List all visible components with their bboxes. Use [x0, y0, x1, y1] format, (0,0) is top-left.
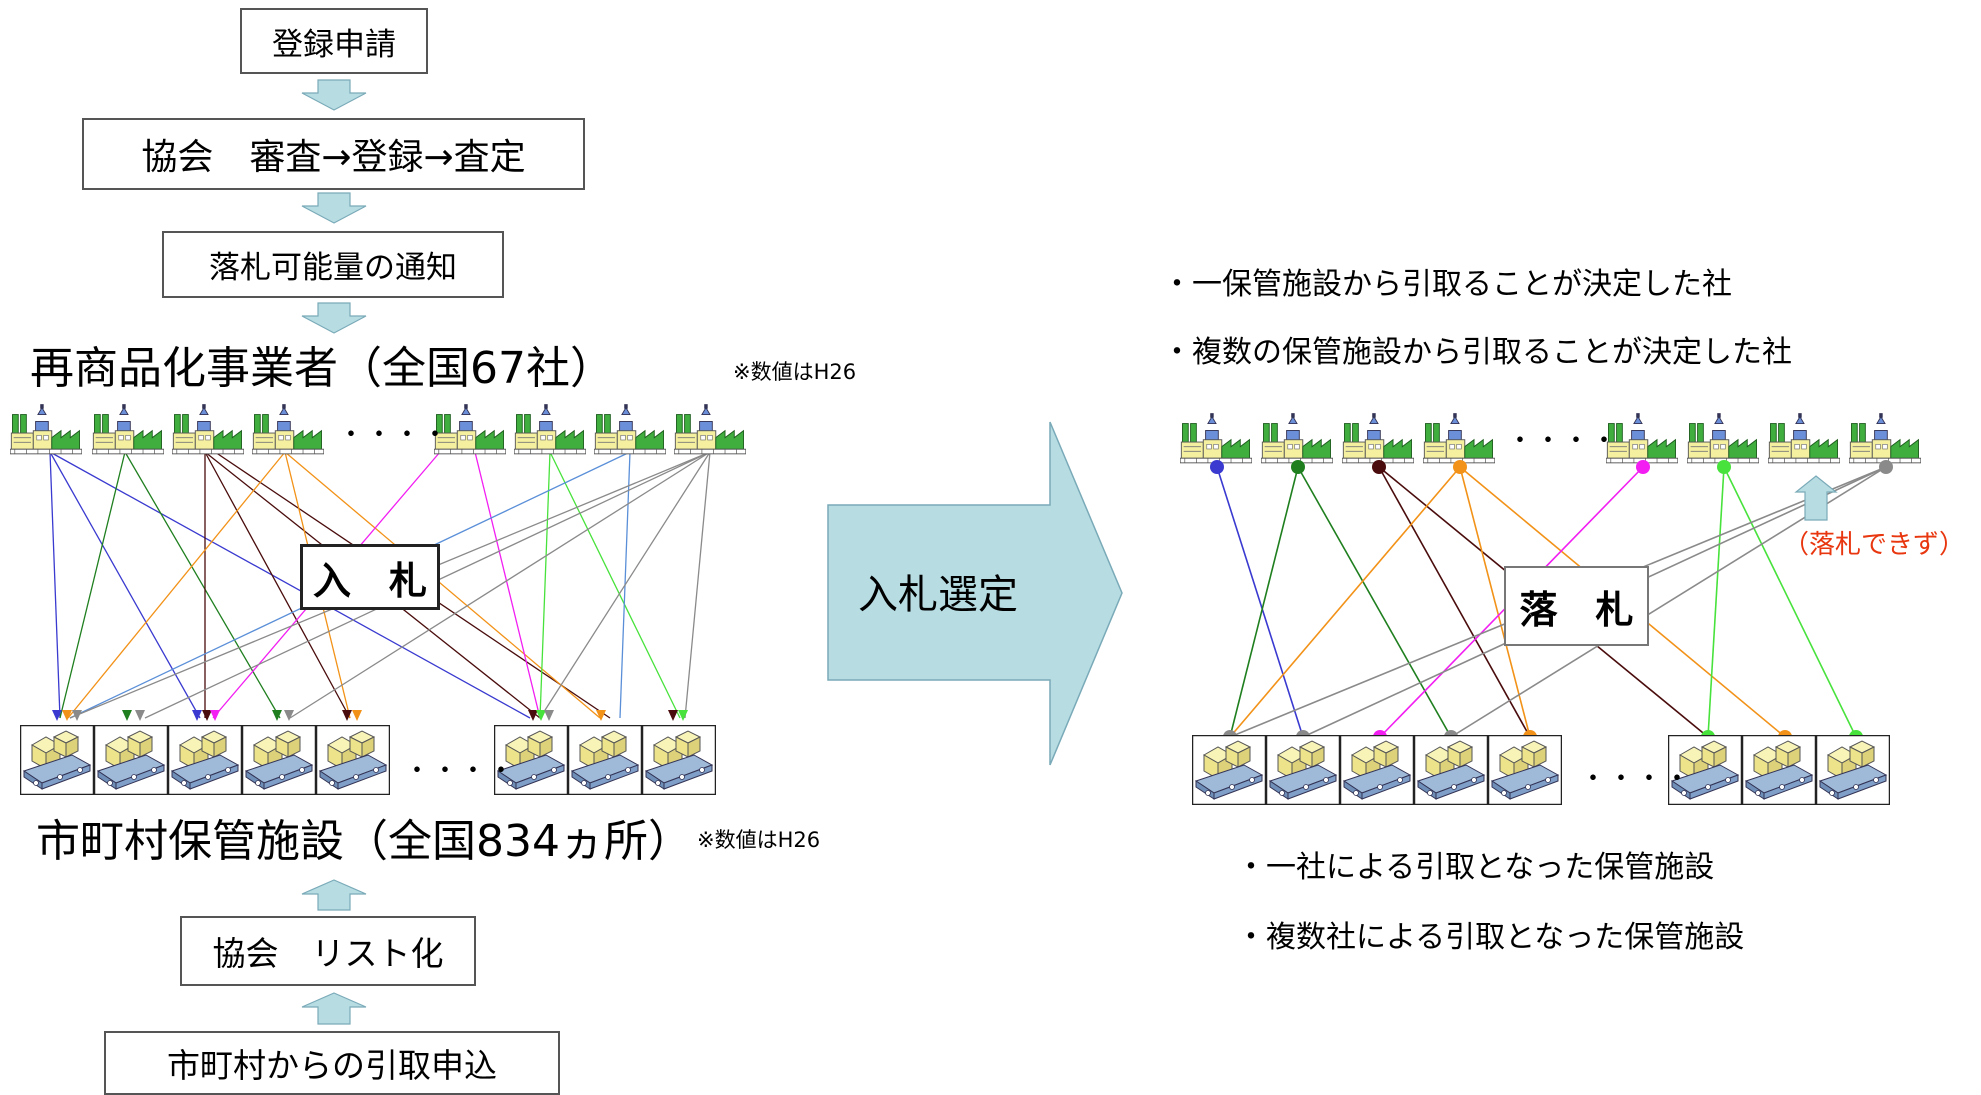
legend-single-facility-company: ・一保管施設から引取ることが決定した社	[1162, 267, 1732, 302]
up-arrow-icon	[301, 879, 367, 911]
storage-facility-icon	[1487, 734, 1563, 806]
storage-facility-icon	[1413, 734, 1489, 806]
facilities-title: 市町村保管施設（全国834ヵ所）	[36, 816, 692, 867]
step-label: 協会 リスト化	[212, 934, 444, 973]
bidding-label: 入 札	[312, 558, 427, 603]
storage-facility-icon	[1741, 734, 1817, 806]
connection-dot	[1210, 460, 1224, 474]
storage-facility-icon	[1339, 734, 1415, 806]
storage-facility-icon	[1265, 734, 1341, 806]
connection-dot	[1453, 460, 1467, 474]
right-arrow-icon	[827, 421, 1123, 766]
failed-bid-label: （落札できず）	[1783, 530, 1966, 560]
down-arrow-icon	[301, 192, 367, 224]
connection-dot	[1879, 460, 1893, 474]
step-label: 市町村からの引取申込	[167, 1046, 497, 1085]
connection-dot	[1717, 460, 1731, 474]
winner-ellipsis: ・・・・	[1507, 426, 1620, 456]
facilities-note: ※数値はH26	[697, 828, 821, 852]
awarded-facility-ellipsis: ・・・・	[1580, 764, 1693, 794]
facility-ellipsis: ・・・・	[404, 756, 517, 786]
step-association-review: 協会 審査→登録→査定	[82, 118, 585, 190]
recyclers-title: 再商品化事業者（全国67社）	[30, 343, 614, 394]
bid-arrowheads	[52, 710, 688, 721]
legend-single-company-facility: ・一社による引取となった保管施設	[1236, 850, 1715, 885]
storage-facility-icon	[1191, 734, 1267, 806]
winning-box: 落 札	[1504, 566, 1649, 646]
recycler-ellipsis: ・・・・	[338, 420, 451, 450]
step-notice-of-award: 落札可能量の通知	[162, 231, 504, 298]
recyclers-note: ※数値はH26	[733, 360, 857, 384]
step-label: 落札可能量の通知	[209, 250, 457, 286]
winning-label: 落 札	[1519, 587, 1634, 632]
connection-dot	[1291, 460, 1305, 474]
step-label: 協会 審査→登録→査定	[141, 137, 526, 178]
legend-multi-company-facility: ・複数社による引取となった保管施設	[1236, 920, 1745, 955]
connection-dot	[1372, 460, 1386, 474]
step-label: 登録申請	[272, 26, 396, 63]
down-arrow-icon	[301, 79, 367, 111]
arrow-label: 入札選定	[858, 572, 1018, 618]
down-arrow-icon	[301, 302, 367, 334]
connection-dot	[1636, 460, 1650, 474]
step-association-listing: 協会 リスト化	[180, 916, 476, 986]
up-arrow-icon	[1794, 475, 1838, 521]
bidding-box: 入 札	[300, 544, 440, 610]
step-municipal-application: 市町村からの引取申込	[104, 1031, 560, 1095]
up-arrow-icon	[301, 992, 367, 1025]
storage-facility-icon	[1815, 734, 1891, 806]
legend-multi-facility-company: ・複数の保管施設から引取ることが決定した社	[1162, 335, 1792, 370]
step-registration-request: 登録申請	[240, 8, 428, 74]
